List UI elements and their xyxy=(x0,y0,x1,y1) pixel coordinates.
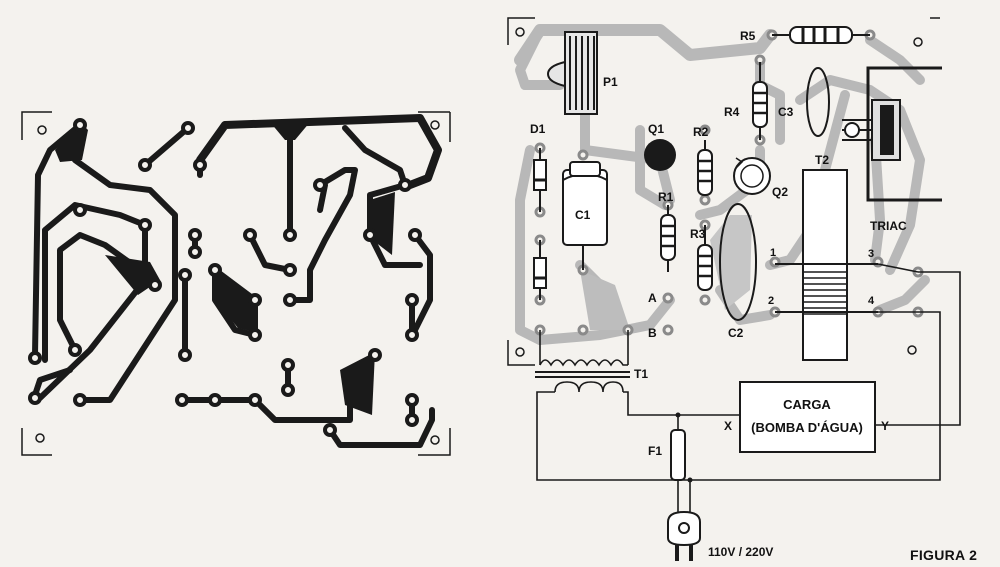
label-q1: Q1 xyxy=(648,122,664,136)
pcb-trace-layout xyxy=(21,111,451,456)
supply-voltage-label: 110V / 220V xyxy=(708,545,773,559)
label-r5: R5 xyxy=(740,29,756,43)
pcb-traces xyxy=(32,114,442,448)
label-t2: T2 xyxy=(815,153,829,167)
r5-resistor xyxy=(772,26,870,44)
r1-resistor xyxy=(660,205,676,272)
label-t2-pin1: 1 xyxy=(770,247,776,259)
label-point-x: X xyxy=(724,419,732,433)
label-r3: R3 xyxy=(690,227,706,241)
label-c2: C2 xyxy=(728,326,744,340)
label-r4: R4 xyxy=(724,105,740,119)
label-q2: Q2 xyxy=(772,185,788,199)
q2-transistor xyxy=(733,157,771,195)
label-t2-pin3: 3 xyxy=(868,248,874,260)
label-f1: F1 xyxy=(648,444,662,458)
label-point-y: Y xyxy=(881,419,889,433)
load-subtitle: (BOMBA D'ÁGUA) xyxy=(751,420,863,435)
r3-resistor xyxy=(697,225,713,291)
r4-resistor xyxy=(752,62,768,140)
pcb-pads xyxy=(28,118,422,437)
label-t2-pin2: 2 xyxy=(768,295,774,307)
label-t1: T1 xyxy=(634,367,648,381)
r2-resistor xyxy=(697,140,713,196)
label-triac: TRIAC xyxy=(870,219,907,233)
label-t2-pin4: 4 xyxy=(868,295,875,307)
c2-capacitor xyxy=(719,203,757,321)
label-p1: P1 xyxy=(603,75,618,89)
c3-capacitor xyxy=(806,67,830,137)
load-box xyxy=(739,271,961,453)
q1-transistor xyxy=(644,139,676,171)
t1-transformer xyxy=(535,311,941,481)
mains-plug xyxy=(667,477,701,561)
labels: P1 D1 C1 Q1 R1 R2 R3 R4 R5 C3 Q2 T2 TRIA… xyxy=(530,29,977,563)
f1-fuse xyxy=(670,412,686,515)
t2-transformer xyxy=(775,169,878,361)
label-r2: R2 xyxy=(693,125,709,139)
d1-diode xyxy=(533,148,547,212)
figure-caption: FIGURA 2 xyxy=(910,547,977,563)
triac-heatsink xyxy=(842,66,942,202)
component-layout xyxy=(507,17,961,561)
pcb-corner-marks xyxy=(21,111,451,456)
label-r1: R1 xyxy=(658,190,674,204)
label-c3: C3 xyxy=(778,105,794,119)
p1-potentiometer xyxy=(546,31,598,115)
d2-diode xyxy=(533,240,547,300)
label-c1: C1 xyxy=(575,208,591,222)
c1-capacitor xyxy=(562,161,608,270)
load-title: CARGA xyxy=(783,397,831,412)
label-point-a: A xyxy=(648,291,657,305)
board-corner-marks xyxy=(507,17,940,366)
label-d1: D1 xyxy=(530,122,546,136)
label-point-b: B xyxy=(648,326,657,340)
